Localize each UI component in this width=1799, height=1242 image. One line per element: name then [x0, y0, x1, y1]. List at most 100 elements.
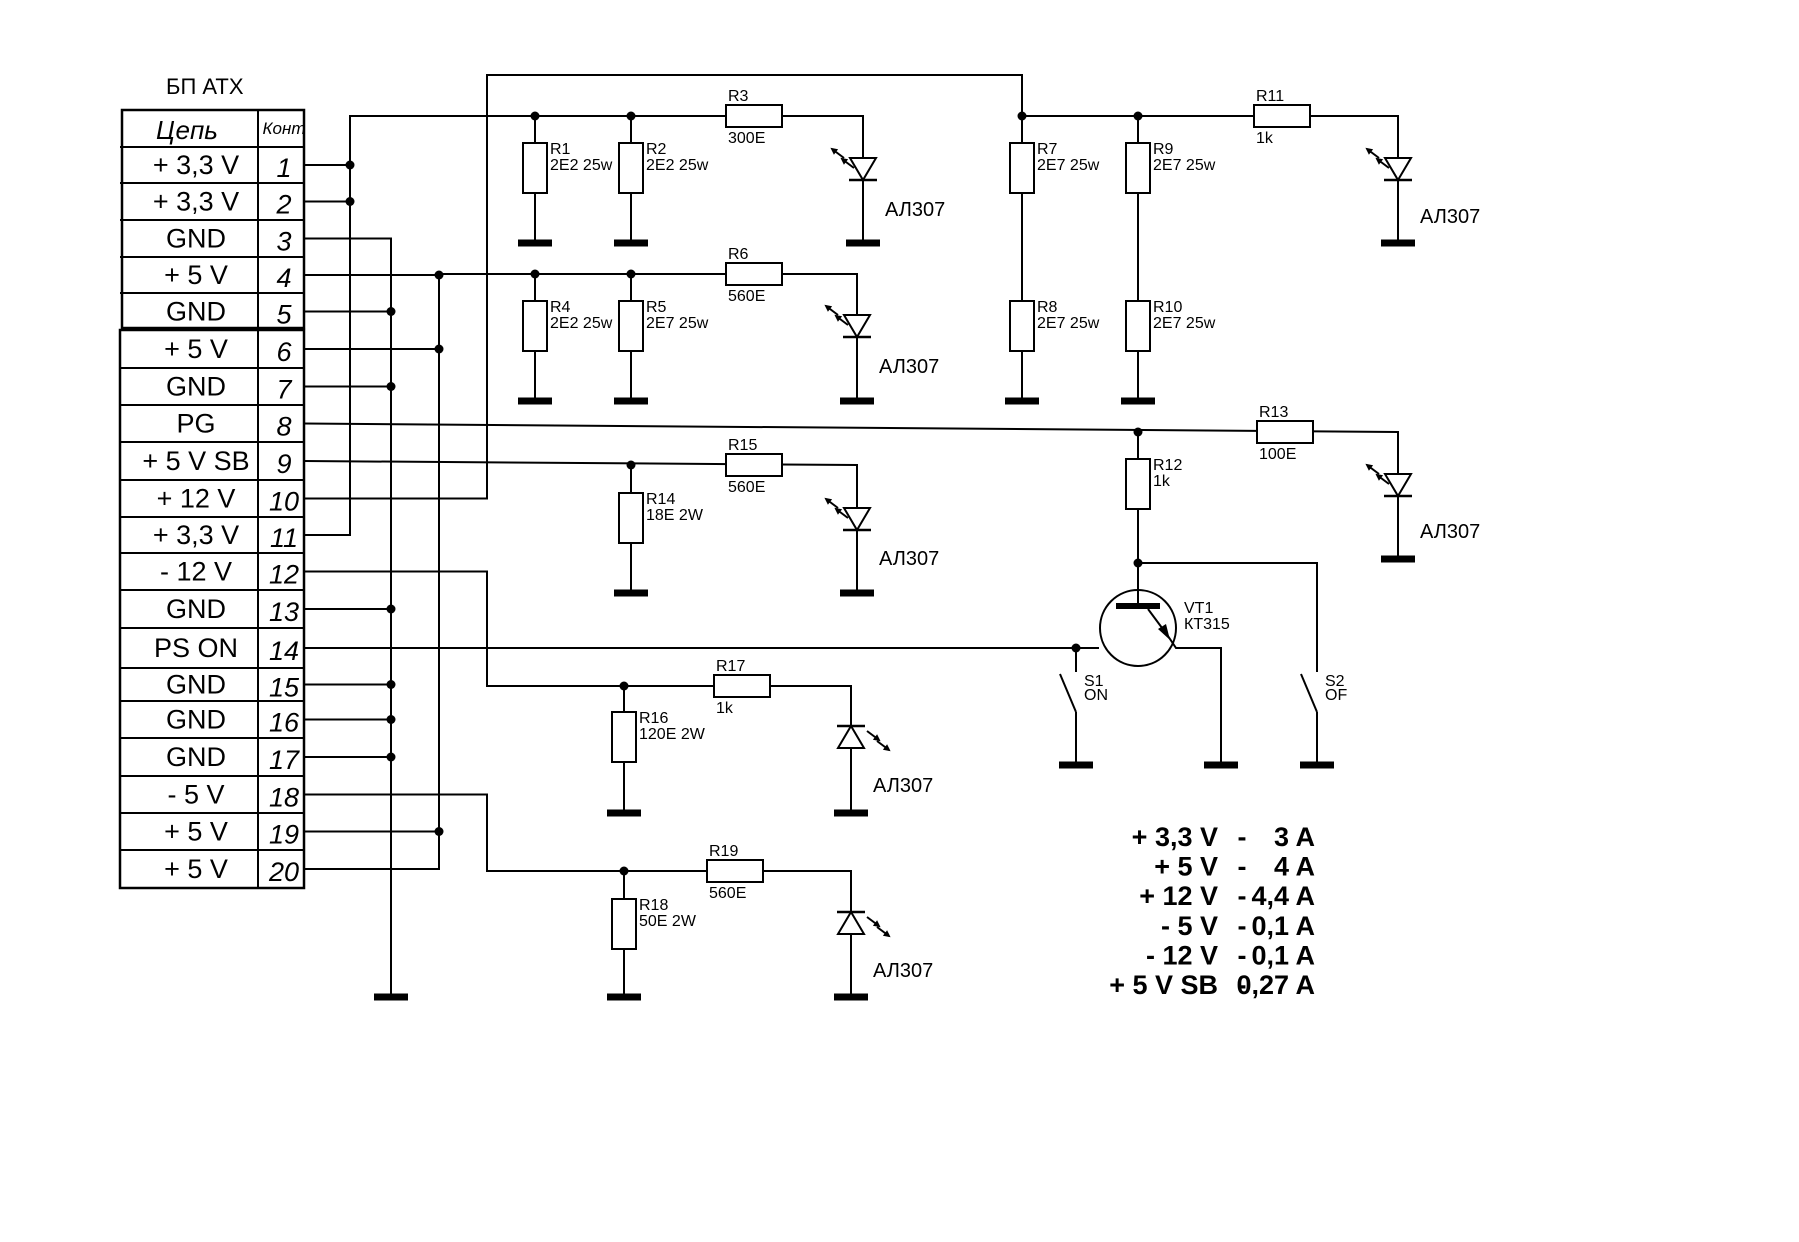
resistor-value: 2E7 25w — [1153, 157, 1216, 174]
current-value: 0,27 A — [1236, 970, 1315, 1000]
resistor-body — [725, 262, 783, 286]
table-cell-pin: 11 — [270, 523, 298, 553]
resistor-value: 1k — [1153, 473, 1171, 490]
resistor-value: 2E2 25w — [646, 157, 709, 174]
current-dash: - — [1238, 970, 1247, 1000]
resistor-ref: R9 — [1153, 141, 1174, 158]
resistor-body — [713, 674, 771, 698]
resistor-body — [1009, 142, 1035, 194]
led-label: АЛ307 — [885, 199, 945, 221]
led-body — [1383, 473, 1413, 498]
table-cell-circuit: GND — [166, 742, 226, 772]
light-arrowhead — [840, 157, 849, 165]
led-body — [836, 910, 866, 935]
table-cell-pin: 13 — [269, 597, 299, 627]
table-cell-pin: 7 — [276, 375, 292, 405]
led-label: АЛ307 — [879, 548, 939, 570]
table-border-bottom — [118, 328, 306, 890]
table-cell-circuit: + 5 V — [164, 817, 228, 847]
led-body — [836, 724, 866, 749]
table-cell-pin: 17 — [269, 745, 300, 775]
light-arrowhead — [834, 314, 843, 322]
table-cell-pin: 5 — [276, 300, 292, 330]
junction-dot — [386, 715, 396, 724]
table-cell-circuit: - 5 V — [167, 780, 224, 810]
table-cell-circuit: GND — [166, 297, 226, 327]
led-body — [848, 157, 878, 182]
current-value: 3 A — [1274, 822, 1315, 852]
light-arrowhead — [1365, 463, 1374, 471]
led-al307: АЛ307 — [1365, 147, 1480, 228]
resistor-value: 560E — [709, 885, 746, 902]
resistor-body — [1125, 458, 1151, 510]
table-cell-circuit: + 5 V — [164, 260, 228, 290]
table-cell-circuit: + 5 V SB — [142, 446, 249, 476]
table-cell-circuit: - 12 V — [160, 557, 232, 587]
light-arrowhead — [872, 734, 881, 742]
current-rail: + 3,3 V — [1132, 822, 1218, 852]
wires — [303, 74, 1399, 997]
led-al307: АЛ307 — [836, 724, 933, 797]
led-al307: АЛ307 — [824, 304, 939, 378]
current-rail: + 5 V SB — [1109, 970, 1218, 1000]
resistor-value: 1k — [1256, 130, 1274, 147]
resistor-ref: R3 — [728, 88, 749, 105]
resistor-body — [725, 104, 783, 128]
resistor-body — [618, 142, 644, 194]
table-cell-circuit: + 5 V — [164, 854, 228, 884]
junction-dot — [434, 344, 444, 354]
wire — [303, 460, 858, 508]
resistor-value: 1k — [716, 700, 734, 717]
current-dash: - — [1238, 852, 1247, 882]
junction-dot — [434, 827, 444, 836]
resistor-ref: R10 — [1153, 299, 1182, 316]
psu-title: БП ATX — [166, 74, 244, 99]
light-arrowhead — [1365, 147, 1374, 155]
resistor-value: 560E — [728, 288, 765, 305]
current-ratings: + 3,3 V-3 A+ 5 V-4 A+ 12 V-4,4 A- 5 V-0,… — [1109, 822, 1315, 1000]
resistor-value: 2E7 25w — [646, 315, 709, 332]
led-label: АЛ307 — [873, 775, 933, 797]
light-arrowhead — [872, 920, 881, 928]
current-value: 0,1 A — [1251, 911, 1315, 941]
wire — [304, 570, 852, 726]
resistor-value: 2E2 25w — [550, 315, 613, 332]
table-cell-pin: 1 — [276, 153, 291, 183]
wire — [1167, 635, 1222, 765]
table-cell-circuit: + 5 V — [164, 334, 228, 364]
table-cell-pin: 14 — [269, 636, 299, 666]
led-al307: АЛ307 — [830, 147, 945, 221]
led-al307: АЛ307 — [1365, 463, 1480, 543]
resistor-ref: R7 — [1037, 141, 1058, 158]
table-cell-circuit: + 3,3 V — [153, 187, 239, 217]
resistor-ref: R1 — [550, 141, 571, 158]
resistor-value: 2E7 25w — [1037, 157, 1100, 174]
resistor-ref: R15 — [728, 437, 757, 454]
table-cell-circuit: GND — [166, 224, 226, 254]
resistor-body — [611, 711, 637, 763]
resistor-ref: R5 — [646, 299, 667, 316]
resistor-ref: R12 — [1153, 457, 1182, 474]
table-cell-circuit: PS ON — [154, 633, 238, 663]
current-rail: - 12 V — [1146, 940, 1218, 970]
light-arrowhead — [882, 930, 891, 938]
light-arrowhead — [824, 304, 833, 312]
resistor-ref: R6 — [728, 246, 749, 263]
current-dash: - — [1238, 911, 1247, 941]
switch-label: ON — [1084, 687, 1108, 704]
resistor-body — [611, 898, 637, 950]
